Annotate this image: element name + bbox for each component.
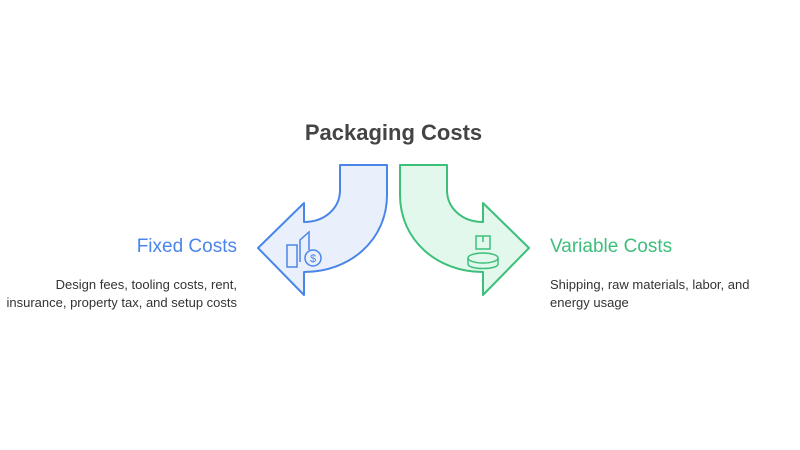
building-dollar-icon: $ [286,230,322,268]
diagram-title: Packaging Costs [304,120,483,145]
package-conveyor-icon [467,235,499,270]
variable-costs-heading: Variable Costs [550,236,673,257]
variable-costs-arrow [399,164,530,296]
fixed-costs-arrow [257,164,388,296]
svg-text:$: $ [310,253,316,265]
fixed-costs-description: Design fees, tooling costs, rent, insura… [6,277,237,310]
variable-costs-description: Shipping, raw materials, labor, and ener… [550,277,750,310]
fixed-costs-heading: Fixed Costs [136,236,237,257]
